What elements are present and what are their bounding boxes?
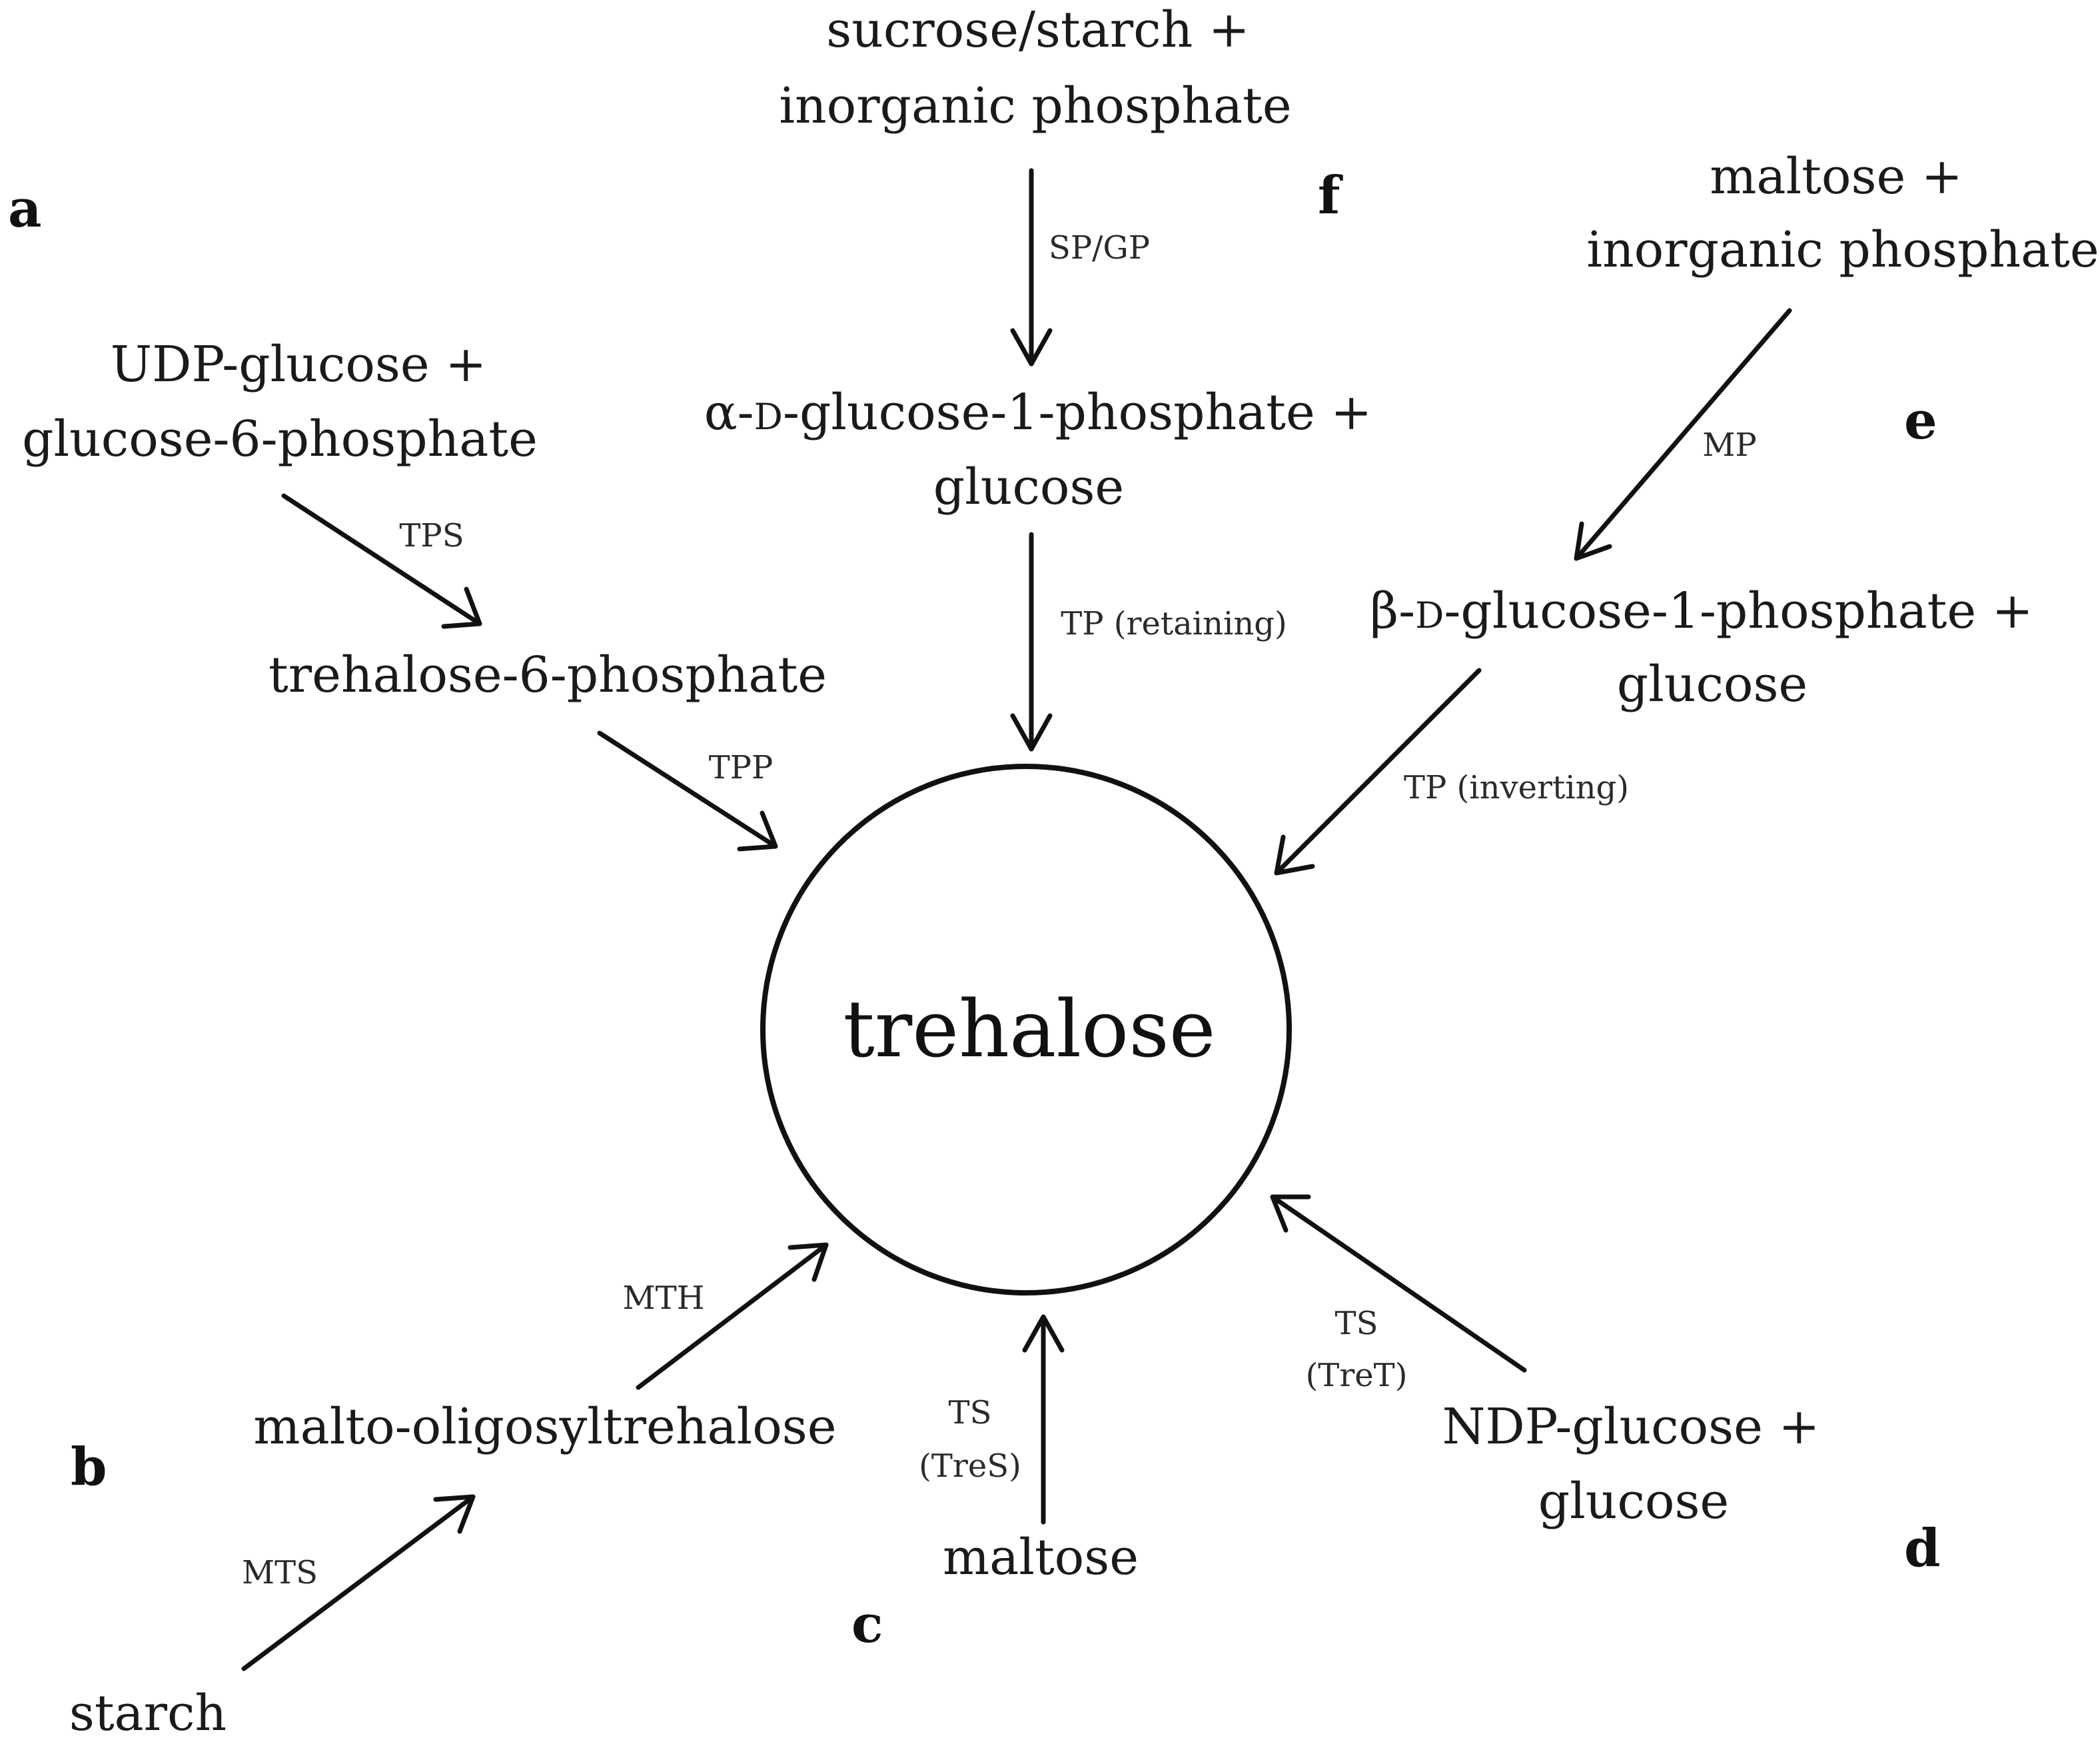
pathway-e-intermediate-rest: -glucose-1-phosphate + <box>1444 582 2033 640</box>
pathway-c-enzyme-line2: (TreS) <box>919 1447 1021 1485</box>
pathway-e-substrate-line1: maltose + <box>1710 148 1963 205</box>
trehalose-circle <box>760 764 1292 1296</box>
pathway-e-intermediate-line2: glucose <box>1617 656 1808 713</box>
arrow-a-tpp <box>597 730 778 849</box>
pathway-b-intermediate: malto-oligosyltrehalose <box>253 1398 836 1455</box>
pathway-letter-a: a <box>8 179 42 239</box>
pathway-e-substrate-line2: inorganic phosphate <box>1586 221 2099 279</box>
pathway-a-intermediate: trehalose-6-phosphate <box>268 646 827 704</box>
pathway-e-intermediate-smallcap: D <box>1415 594 1444 636</box>
pathway-f-intermediate-rest: -glucose-1-phosphate + <box>783 384 1372 441</box>
arrow-f-tp-head <box>1010 713 1053 752</box>
pathway-f: sucrose/starch + inorganic phosphate SP/… <box>704 1 1372 752</box>
pathway-c-enzyme-line1: TS <box>949 1394 992 1431</box>
arrow-b-mts-head <box>433 1494 476 1534</box>
arrow-b-mts <box>241 1494 476 1671</box>
pathway-b-enzyme-mts: MTS <box>242 1554 318 1591</box>
arrow-a-tpp-head <box>737 810 778 852</box>
pathway-a-enzyme-tps: TPS <box>399 517 464 554</box>
center-label: trehalose <box>843 983 1215 1075</box>
arrow-d-ts <box>1270 1194 1527 1373</box>
pathway-letter-f: f <box>1318 165 1343 226</box>
pathway-letter-c: c <box>851 1594 883 1655</box>
pathway-a-substrate-line1: UDP-glucose + <box>111 336 486 393</box>
pathway-a-enzyme-tpp: TPP <box>709 749 774 786</box>
arrow-e-mp <box>1574 308 1792 561</box>
pathway-d-enzyme-line1: TS <box>1335 1305 1378 1342</box>
pathway-f-enzyme-sp-gp: SP/GP <box>1049 229 1150 267</box>
pathway-f-intermediate-line2: glucose <box>933 458 1124 516</box>
pathway-d: NDP-glucose + glucose TS (TreT) <box>1270 1194 1820 1530</box>
arrow-c-ts-head <box>1022 1314 1065 1353</box>
pathway-letter-d: d <box>1904 1518 1941 1579</box>
pathway-d-enzyme-line2: (TreT) <box>1306 1357 1408 1394</box>
pathway-f-intermediate-smallcap: D <box>754 396 783 438</box>
pathway-letter-b: b <box>71 1437 107 1497</box>
arrow-a-tps <box>281 493 482 626</box>
arrow-b-mth-head <box>788 1242 829 1282</box>
pathway-d-substrate-line2: glucose <box>1538 1473 1729 1530</box>
pathway-c-substrate: maltose <box>943 1529 1139 1586</box>
pathway-f-intermediate-line1: α-D-glucose-1-phosphate + <box>704 384 1372 441</box>
pathway-f-enzyme-tp: TP (retaining) <box>1061 605 1287 642</box>
pathway-e-intermediate-prefix: β- <box>1370 582 1415 640</box>
arrow-a-tps-head <box>441 586 482 629</box>
pathway-e-enzyme-tp: TP (inverting) <box>1404 769 1629 806</box>
pathway-e: maltose + inorganic phosphate MP β-D-glu… <box>1274 148 2099 876</box>
arrow-d-ts-head <box>1270 1194 1311 1233</box>
arrow-f-sp-gp-head <box>1010 328 1053 367</box>
pathway-e-enzyme-mp: MP <box>1702 427 1756 464</box>
pathway-c: maltose TS (TreS) <box>919 1314 1139 1586</box>
pathway-b-enzyme-mth: MTH <box>622 1280 704 1317</box>
arrow-e-tp-head <box>1274 834 1315 876</box>
pathway-f-intermediate-prefix: α- <box>704 384 754 441</box>
pathway-e-intermediate-line1: β-D-glucose-1-phosphate + <box>1370 582 2033 640</box>
pathway-a: UDP-glucose + glucose-6-phosphate TPS tr… <box>22 336 827 852</box>
arrow-e-mp-head <box>1574 521 1612 561</box>
pathway-letter-e: e <box>1904 391 1937 451</box>
pathway-b: starch MTS malto-oligosyltrehalose MTH <box>69 1242 837 1738</box>
pathway-a-substrate-line2: glucose-6-phosphate <box>22 411 538 468</box>
pathway-b-substrate: starch <box>69 1685 227 1738</box>
pathway-d-substrate-line1: NDP-glucose + <box>1442 1398 1820 1455</box>
pathway-f-substrate-line1: sucrose/starch + <box>826 1 1250 59</box>
pathway-f-substrate-line2: inorganic phosphate <box>779 77 1291 135</box>
arrow-b-mth <box>636 1242 829 1390</box>
arrow-e-tp <box>1274 668 1482 876</box>
